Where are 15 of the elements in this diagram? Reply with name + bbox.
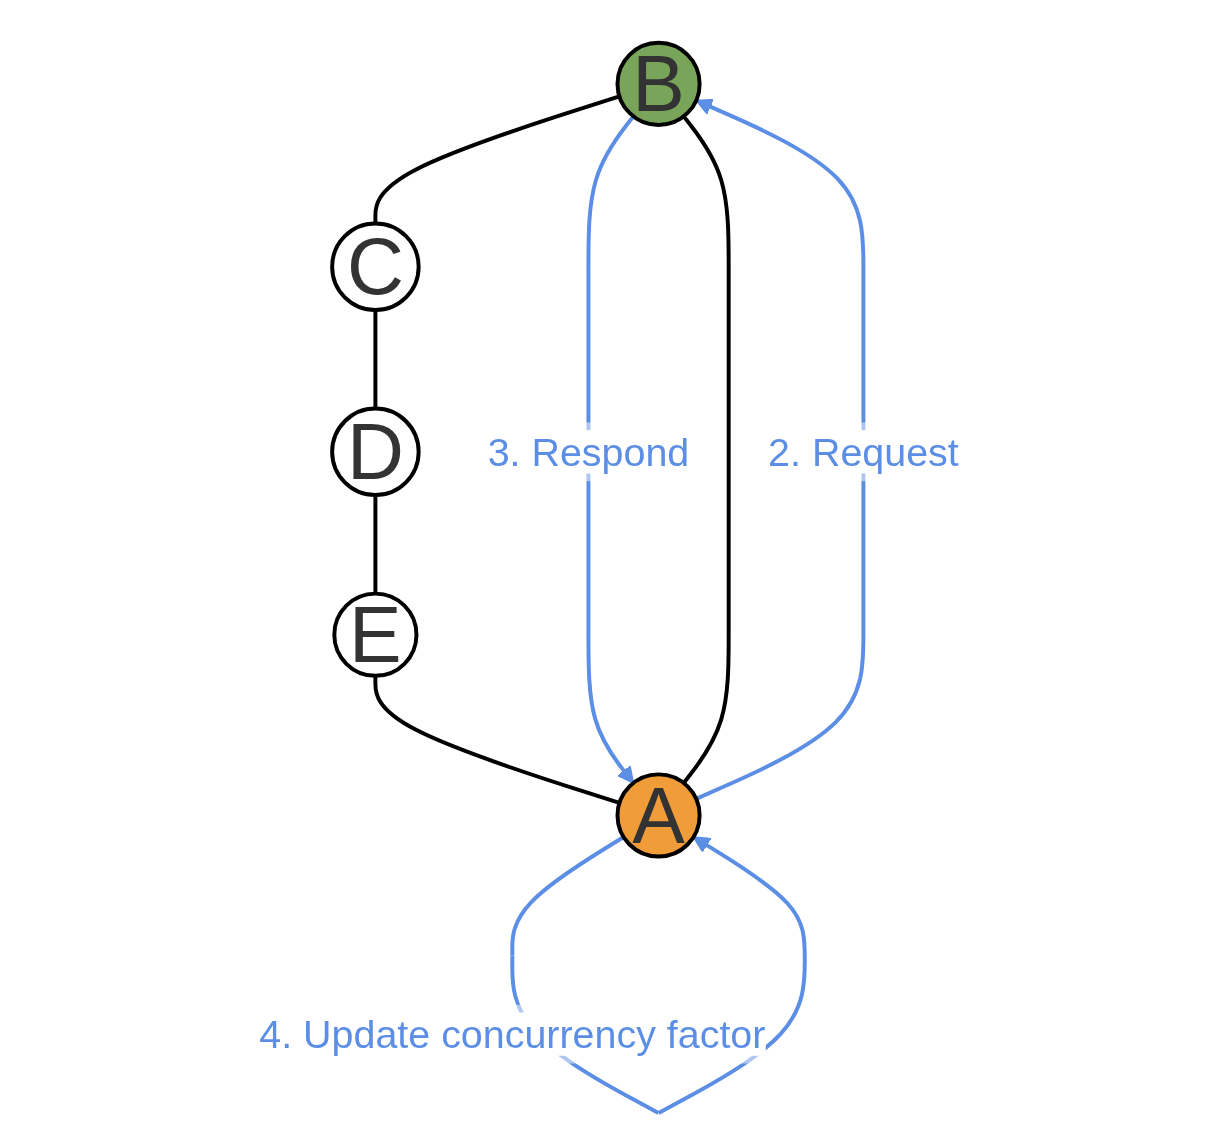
edge-label: 4. Update concurrency factor	[259, 1012, 766, 1056]
arrow	[695, 98, 866, 801]
connector	[682, 115, 731, 785]
node-circle: C	[330, 221, 421, 312]
connector	[373, 310, 378, 409]
connector	[373, 495, 378, 594]
node-circle: D	[330, 406, 421, 498]
node-circle: A	[615, 772, 702, 859]
connector	[373, 675, 620, 805]
connector	[373, 94, 620, 224]
node-circle: E	[332, 591, 419, 678]
edge-label: 3. Respond	[487, 430, 690, 474]
node-circle: B	[615, 40, 702, 127]
arrow	[586, 115, 635, 784]
edge-label: 2. Request	[768, 430, 959, 474]
